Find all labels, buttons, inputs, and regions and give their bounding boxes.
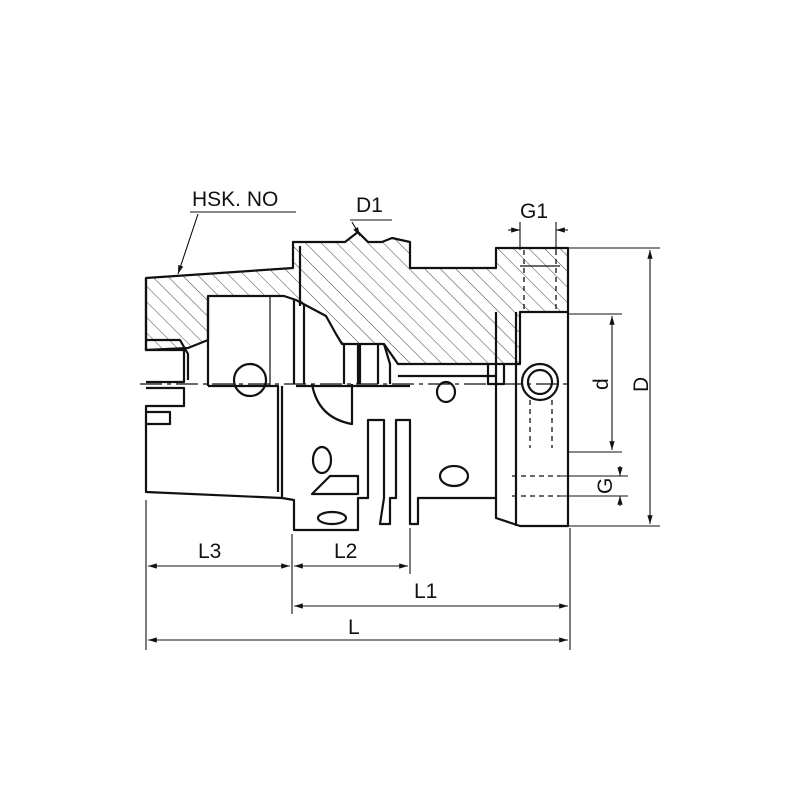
l1-label: L1 (414, 580, 437, 603)
hsk-notch-bottom (146, 410, 172, 426)
d1-leader (351, 221, 361, 237)
body-hole-3 (435, 380, 457, 404)
hsk-notch-top (144, 338, 190, 380)
key-slot (298, 246, 362, 384)
g-thread (512, 400, 560, 497)
hsk-label: HSK. NO (192, 188, 278, 211)
hatched-section (144, 230, 570, 366)
collet-arc (310, 383, 354, 426)
notch-small (486, 364, 506, 386)
hsk-cross-hole (232, 362, 268, 398)
body-hole-1 (311, 445, 333, 475)
hsk-shank (144, 278, 283, 500)
body-hole-inner (526, 368, 554, 396)
nut-ring (342, 343, 392, 384)
body-lower (280, 312, 570, 532)
body-hole-4 (438, 464, 470, 488)
l-label: L (348, 616, 360, 639)
g1-label: G1 (520, 200, 548, 223)
body-hole-2 (316, 510, 348, 526)
g-label: G (594, 478, 617, 494)
d1-label: D1 (356, 194, 383, 217)
hsk-inner-bore (206, 296, 280, 492)
l3-label: L3 (198, 540, 221, 563)
body-hole-large (520, 362, 560, 402)
body-slot-tooth (310, 474, 360, 496)
d-small-label: d (590, 378, 613, 390)
hsk-leader (177, 213, 199, 275)
d-big-label: D (630, 377, 653, 392)
l2-label: L2 (334, 540, 357, 563)
